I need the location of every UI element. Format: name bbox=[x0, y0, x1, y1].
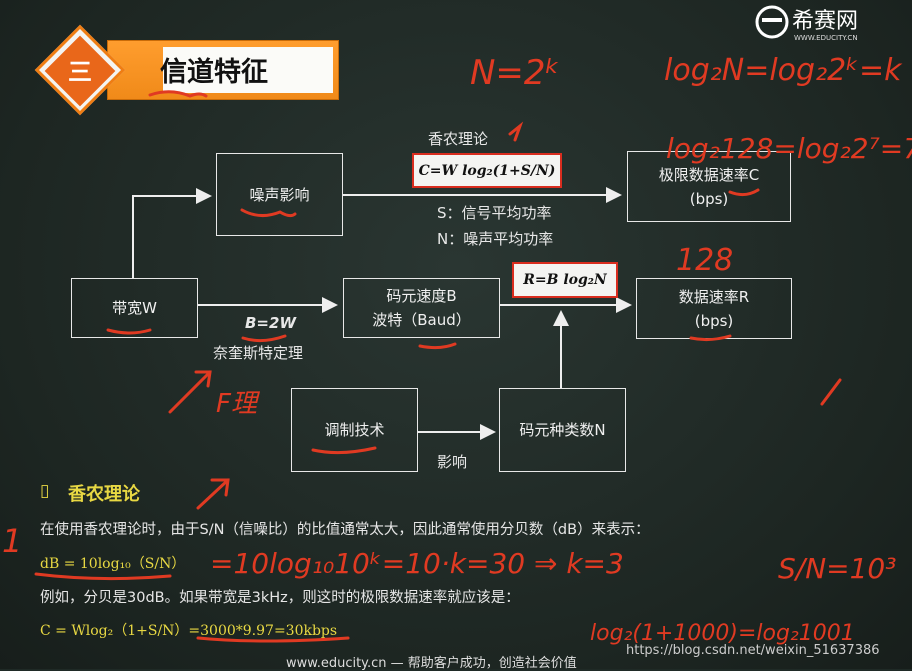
effect-label: 影响 bbox=[437, 453, 468, 471]
section-number: 三 bbox=[68, 58, 92, 86]
limit-rate-box: 极限数据速率C (bps) bbox=[627, 151, 791, 222]
symbol-count-box: 码元种类数N bbox=[499, 388, 626, 472]
hand-sn: S/N=10³ bbox=[778, 552, 896, 585]
signal-definition: S：信号平均功率 bbox=[437, 204, 552, 222]
noise-box: 噪声影响 bbox=[216, 153, 343, 236]
b-equals-2w: B=2W bbox=[245, 314, 296, 332]
noise-definition: N：噪声平均功率 bbox=[437, 230, 554, 248]
brand-logo: 希赛网 WWW.EDUCITY.CN bbox=[754, 4, 904, 48]
shannon-formula: C=W log₂(1+S/N) bbox=[412, 153, 562, 188]
section-bullet: ▯ bbox=[40, 481, 50, 501]
data-rate-box: 数据速率R (bps) bbox=[636, 278, 792, 339]
hand-one: 1 bbox=[2, 522, 22, 560]
baud-label: 码元速度B bbox=[386, 287, 457, 305]
data-rate-unit: (bps) bbox=[694, 311, 734, 330]
para-line-1: 在使用香农理论时，由于S/N（信噪比）的比值通常太大，因此通常使用分贝数（dB）… bbox=[40, 522, 650, 538]
bandwidth-label: 带宽W bbox=[112, 299, 157, 317]
watermark: https://blog.csdn.net/weixin_51637386 bbox=[626, 643, 880, 658]
modulation-box: 调制技术 bbox=[291, 388, 418, 472]
shannon-label: 香农理论 bbox=[428, 130, 489, 148]
section-heading: 香农理论 bbox=[68, 484, 140, 505]
nyquist-label: 奈奎斯特定理 bbox=[213, 344, 304, 362]
noise-label: 噪声影响 bbox=[249, 185, 310, 204]
limit-rate-unit: (bps) bbox=[689, 189, 729, 208]
db-formula: dB = 10log₁₀（S/N） bbox=[40, 556, 186, 572]
hand-db-calc: =10log₁₀10ᵏ=10·k=30 ⇒ k=3 bbox=[210, 547, 624, 580]
data-rate-label: 数据速率R bbox=[678, 287, 750, 306]
bandwidth-box: 带宽W bbox=[71, 278, 198, 338]
capacity-formula: C = Wlog₂（1+S/N）=3000*9.97=30kbps bbox=[40, 623, 338, 639]
modulation-label: 调制技术 bbox=[324, 421, 385, 439]
symbol-count-label: 码元种类数N bbox=[519, 421, 606, 439]
brand-name: 希赛网 bbox=[792, 9, 858, 34]
page-title: 信道特征 bbox=[160, 57, 268, 88]
limit-rate-label: 极限数据速率C bbox=[658, 165, 760, 184]
baud-box: 码元速度B 波特（Baud） bbox=[343, 278, 500, 338]
title-bar bbox=[107, 40, 339, 100]
r-formula: R=B log₂N bbox=[512, 262, 618, 298]
hand-128: 128 bbox=[676, 243, 733, 278]
hand-n-eq: N=2ᵏ bbox=[470, 53, 560, 93]
para-line-3: 例如，分贝是30dB。如果带宽是3kHz，则这时的极限数据速率就应该是： bbox=[40, 590, 520, 606]
section-title-banner: 三 信道特征 bbox=[34, 24, 339, 116]
hand-log-eq: log₂N=log₂2ᵏ=k bbox=[664, 53, 903, 88]
baud-unit: 波特（Baud） bbox=[372, 311, 471, 329]
hand-li: F理 bbox=[216, 389, 261, 419]
brand-domain: WWW.EDUCITY.CN bbox=[794, 34, 858, 42]
footer-text: www.educity.cn — 帮助客户成功，创造社会价值 bbox=[286, 656, 577, 671]
